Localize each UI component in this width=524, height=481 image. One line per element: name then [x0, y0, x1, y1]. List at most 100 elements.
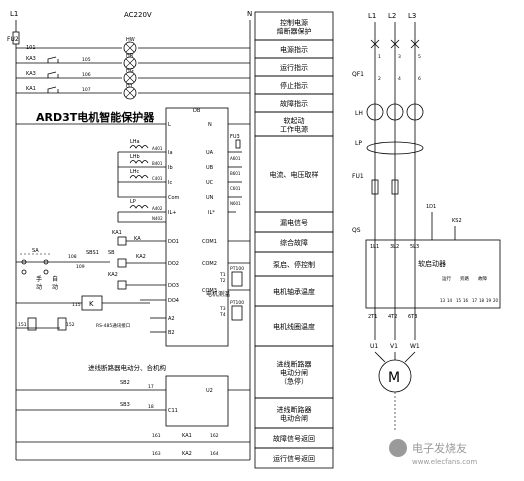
relay-coil-ka1	[117, 236, 127, 246]
phase-l2-label: L2	[388, 12, 396, 20]
soft-starter-box	[365, 239, 501, 309]
motor-label: M	[388, 370, 400, 386]
legend-row	[254, 447, 334, 469]
ctrl-pin-15: 15	[456, 298, 462, 303]
legend-text: 控制电源	[280, 18, 308, 27]
legend-text: 停止指示	[280, 81, 308, 90]
node-108-label: 108	[68, 254, 77, 260]
ct-lp-icon	[366, 141, 424, 155]
breaker-node-18: 18	[148, 404, 154, 410]
motor-w1-label: W1	[410, 343, 420, 350]
switch-qs-label: QS	[352, 227, 361, 234]
sensor-t4-label: T4	[219, 312, 226, 318]
supply-l1-label: L1	[10, 10, 18, 18]
return-ka1-label: KA1	[182, 433, 192, 439]
phase-l3-label: L3	[408, 12, 416, 20]
legend-text: 软起动	[284, 116, 305, 125]
lamp-hg-icon	[123, 71, 137, 85]
lamp-hw-label: HW	[126, 37, 135, 43]
legend-text: 工作电源	[280, 124, 308, 133]
relay-k-label: K	[89, 300, 94, 308]
hand-label-dong1: 动	[36, 284, 42, 291]
ct-node-n402: N402	[152, 216, 163, 221]
legend-text: 进线断路器	[277, 405, 312, 414]
pin-com1-label: COM1	[202, 239, 217, 245]
legend-text: 综合故障	[280, 238, 308, 247]
legend-text: 泵启、停控制	[273, 260, 315, 269]
relay-coil-ka1-label: KA1	[112, 230, 122, 236]
hand-label-shou: 手	[36, 275, 42, 283]
breaker-sb2-label: SB2	[120, 380, 130, 386]
fuse-fu1-b	[391, 179, 399, 195]
comm-b2-label: B2	[168, 330, 175, 336]
legend-text: 电机轴承温度	[273, 287, 315, 296]
protector-do-pins: DO1 DO2 DO3 DO4 COM1 COM2 COM3 KA1 KA2	[112, 230, 250, 304]
motor-temp-label: 电机测温	[206, 290, 230, 298]
phase-node-b601: B601	[230, 171, 241, 176]
breaker-c11-label: C11	[168, 408, 178, 414]
ct-lh-b-icon	[386, 103, 404, 121]
ctrl-fault-label: 故障	[478, 275, 487, 282]
ctrl-pin-17: 17	[472, 298, 478, 303]
ctrl-pin-18: 18	[479, 298, 485, 303]
motor-v1-label: V1	[390, 343, 398, 350]
control-circuit: L1 N AC220V FU2 101 HW HR HG HY 105 106 …	[7, 10, 252, 461]
return-node-163: 163	[152, 451, 161, 457]
ctrl-run-label: 运行	[442, 275, 451, 282]
node-105-label: 105	[82, 57, 91, 63]
ct-node-a401: A401	[152, 146, 163, 151]
ct-lhb-label: LHb	[130, 154, 140, 160]
relay-coil-ka2-label: KA2	[136, 254, 146, 260]
legend-text: 电机线圈温度	[273, 322, 315, 331]
qf-node-6: 6	[418, 76, 421, 82]
legend-text: （急停）	[280, 377, 308, 386]
current-transformers: LHa LHb LHc LP A401 B401 C401 A402 N402	[117, 139, 166, 223]
watermark-cn: 电子发烧友	[412, 441, 467, 455]
watermark-logo-icon	[389, 439, 407, 457]
lamp-hy-icon	[123, 86, 137, 100]
qf-disconnect-marks	[370, 39, 420, 49]
qf-node-1: 1	[378, 54, 381, 60]
breaker-box	[165, 375, 229, 427]
hand-label-zi: 自	[52, 275, 58, 283]
node-1d1-label: 1D1	[426, 204, 436, 210]
protector-title: ARD3T电机智能保护器	[36, 110, 155, 124]
pin-un-label: UN	[206, 195, 214, 201]
ctrl-pin-16: 16	[463, 298, 469, 303]
starter-out-4t2: 4T2	[388, 314, 397, 320]
pt100-b-symbol	[231, 305, 243, 321]
legend-text: 运行信号返回	[273, 454, 315, 463]
pin-ib-label: Ib	[168, 165, 173, 171]
pin-uc-label: UC	[206, 180, 214, 186]
ct-lha-label: LHa	[130, 139, 140, 145]
lamp-hr-icon	[123, 56, 137, 70]
legend-text: 熔断器保护	[277, 26, 312, 35]
relay-ka1-label: KA1	[26, 86, 36, 92]
pin-il-plus-label: IL+	[168, 210, 176, 216]
legend-text: 电源指示	[280, 45, 308, 54]
phase-l1-label: L1	[368, 12, 376, 20]
ks2-label: KS2	[452, 218, 462, 224]
sensor-t2-label: T2	[219, 278, 226, 284]
ct-lhc-label: LHc	[130, 169, 140, 175]
temperature-sensors: T1 T2 T3 T4 PT100 PT100 电机测温	[206, 266, 244, 321]
fuse-fu1-label: FU1	[352, 173, 364, 180]
legend-text: 故障信号返回	[273, 434, 315, 443]
protector-db-box	[165, 107, 229, 347]
ct-node-c401: C401	[152, 176, 163, 181]
qf-node-3: 3	[398, 54, 401, 60]
fuse-fu1-a	[371, 179, 379, 195]
main-power-circuit: L1 L2 L3 QF1 1 3 5 2 4 6 LH LP FU1 1D1 K…	[352, 12, 501, 430]
switch-ka2-label: KA2	[108, 272, 118, 278]
relay-contact-ka3a	[47, 56, 59, 63]
ctrl-bypass-label: 旁路	[460, 275, 469, 282]
pin-l-label: L	[168, 122, 171, 128]
pin-ia-label: Ia	[168, 150, 173, 156]
starter-out-2t1: 2T1	[368, 314, 377, 320]
starter-in-5l3: 5L3	[410, 244, 419, 250]
rs485-interface: A2 B2 RS-485通讯接口	[96, 316, 175, 336]
pin-ua-label: UA	[206, 150, 214, 156]
ct-lp-main-label: LP	[355, 140, 362, 147]
pin-ub-label: UB	[206, 165, 214, 171]
comm-a2-label: A2	[168, 316, 175, 322]
